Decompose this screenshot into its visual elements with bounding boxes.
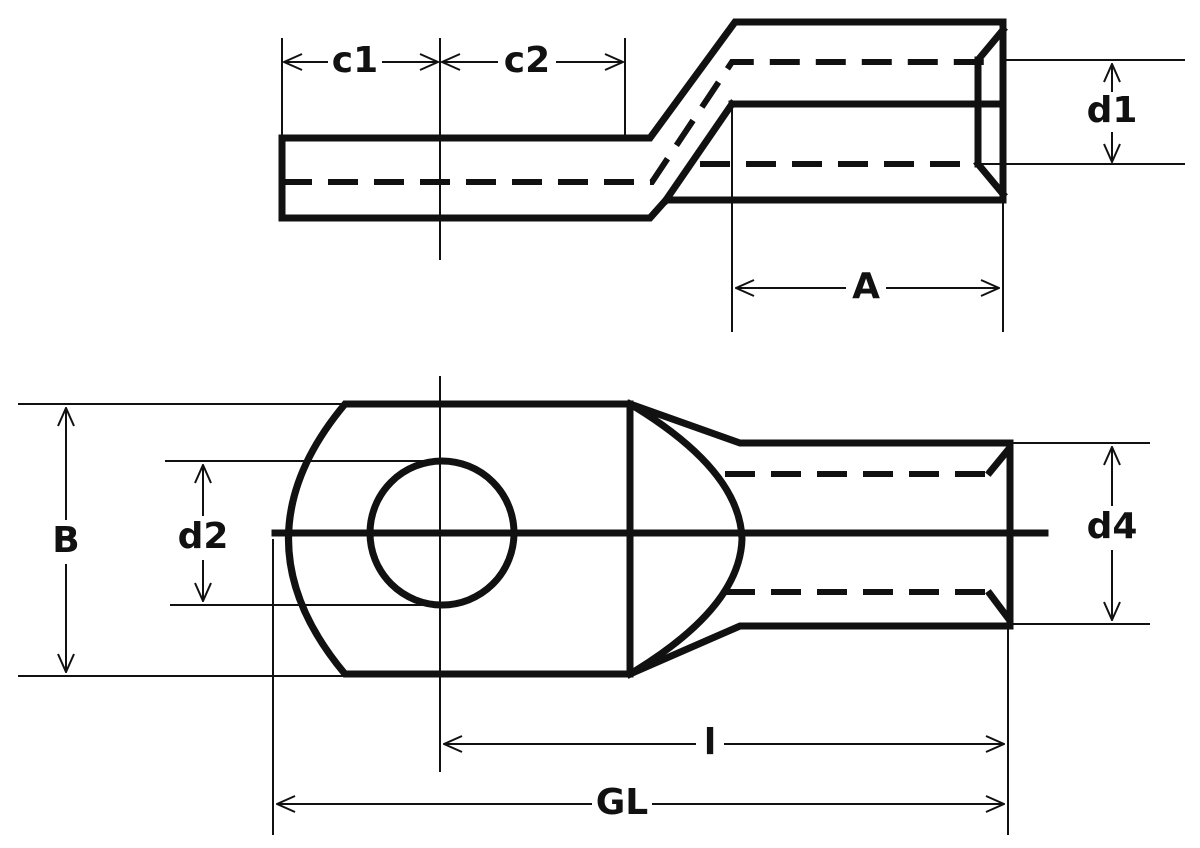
label-d1: d1 — [1087, 90, 1138, 131]
top-view-transition-curve — [625, 399, 746, 679]
label-d4: d4 — [1087, 506, 1138, 547]
top-view: B d2 d4 l GL — [18, 376, 1150, 835]
side-view-barrel-end — [973, 25, 1008, 199]
label-a: A — [852, 266, 880, 307]
label-b: B — [52, 520, 79, 561]
label-d2: d2 — [178, 516, 229, 557]
side-view: c1 c2 d1 A — [278, 18, 1185, 332]
label-c1: c1 — [332, 40, 378, 81]
side-view-hidden-centerline — [282, 59, 1000, 185]
label-l: l — [704, 722, 716, 763]
side-view-bend-lower-line — [661, 99, 737, 205]
top-view-palm-outline — [285, 400, 634, 678]
label-c2: c2 — [504, 40, 550, 81]
label-gl: GL — [596, 782, 649, 823]
top-view-barrel-chamfer — [985, 445, 1013, 623]
side-view-outline — [278, 18, 1007, 222]
